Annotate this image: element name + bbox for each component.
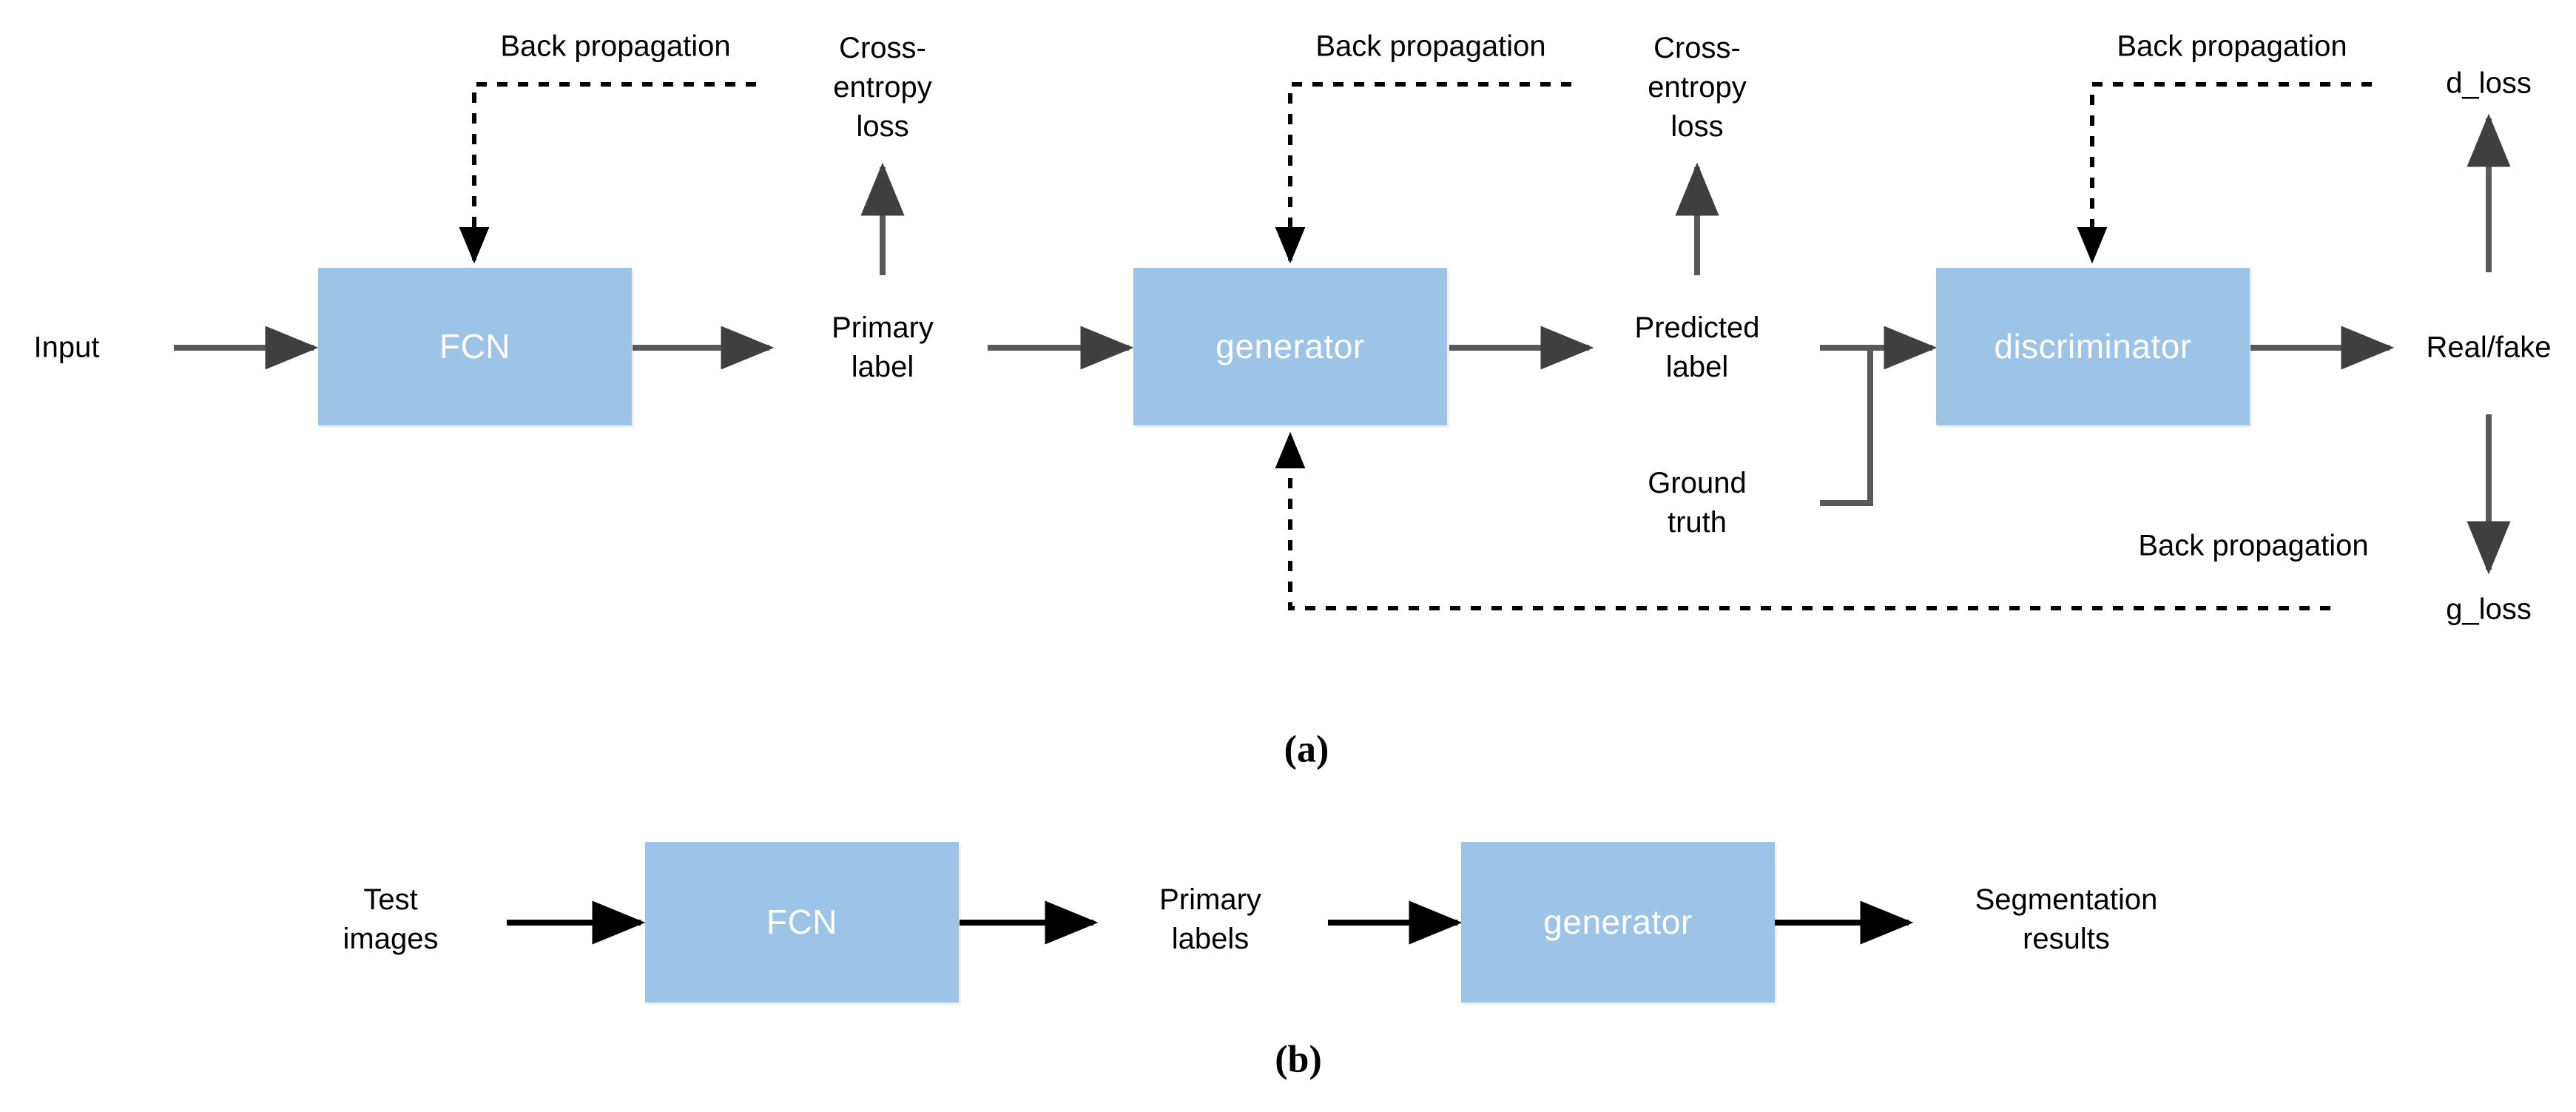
node-box-discriminator-label: discriminator xyxy=(1994,327,2192,366)
node-box-discriminator[interactable]: discriminator xyxy=(1936,268,2250,425)
label-ground-truth: Ground truth xyxy=(1648,467,1747,539)
backprop-path-g-loss-to-generator xyxy=(1275,431,2330,610)
panel-b-caption: (b) xyxy=(1275,1038,1322,1081)
label-predicted-label: Predicted label xyxy=(1634,311,1760,383)
label-segmentation-results: Segmentation results xyxy=(1975,883,2158,955)
label-test-images: Test images xyxy=(343,883,439,955)
backprop-path-discriminator xyxy=(2077,82,2372,264)
label-cross-entropy-loss-1: Cross- entropy loss xyxy=(833,31,932,143)
node-box-generator-test-label: generator xyxy=(1543,903,1693,942)
panel-a-backprop-paths xyxy=(459,82,2372,610)
node-box-generator-label: generator xyxy=(1215,327,1365,366)
node-box-fcn-test-label: FCN xyxy=(766,903,838,942)
backprop-path-fcn xyxy=(459,82,756,264)
node-box-fcn[interactable]: FCN xyxy=(318,268,632,425)
label-input: Input xyxy=(33,331,100,364)
backprop-path-generator xyxy=(1275,82,1571,264)
label-real-fake: Real/fake xyxy=(2426,331,2552,364)
label-backprop-gloss: Back propagation xyxy=(2138,529,2369,562)
label-g-loss: g_loss xyxy=(2446,593,2532,626)
label-backprop-discriminator: Back propagation xyxy=(2117,30,2347,63)
node-box-fcn-test[interactable]: FCN xyxy=(645,842,959,1003)
node-box-generator-test[interactable]: generator xyxy=(1461,842,1775,1003)
node-box-fcn-label: FCN xyxy=(439,327,511,366)
label-d-loss: d_loss xyxy=(2446,67,2532,100)
label-backprop-fcn: Back propagation xyxy=(500,30,731,63)
node-box-generator[interactable]: generator xyxy=(1133,268,1447,425)
label-cross-entropy-loss-2: Cross- entropy loss xyxy=(1648,31,1747,143)
label-primary-labels: Primary labels xyxy=(1159,883,1261,955)
panel-a-caption: (a) xyxy=(1284,728,1329,771)
label-primary-label: Primary label xyxy=(832,311,934,383)
panel-a-forward-arrows xyxy=(174,113,2511,575)
arrow-ground-truth-to-discriminator xyxy=(1820,348,1873,506)
label-backprop-generator: Back propagation xyxy=(1315,30,1546,63)
